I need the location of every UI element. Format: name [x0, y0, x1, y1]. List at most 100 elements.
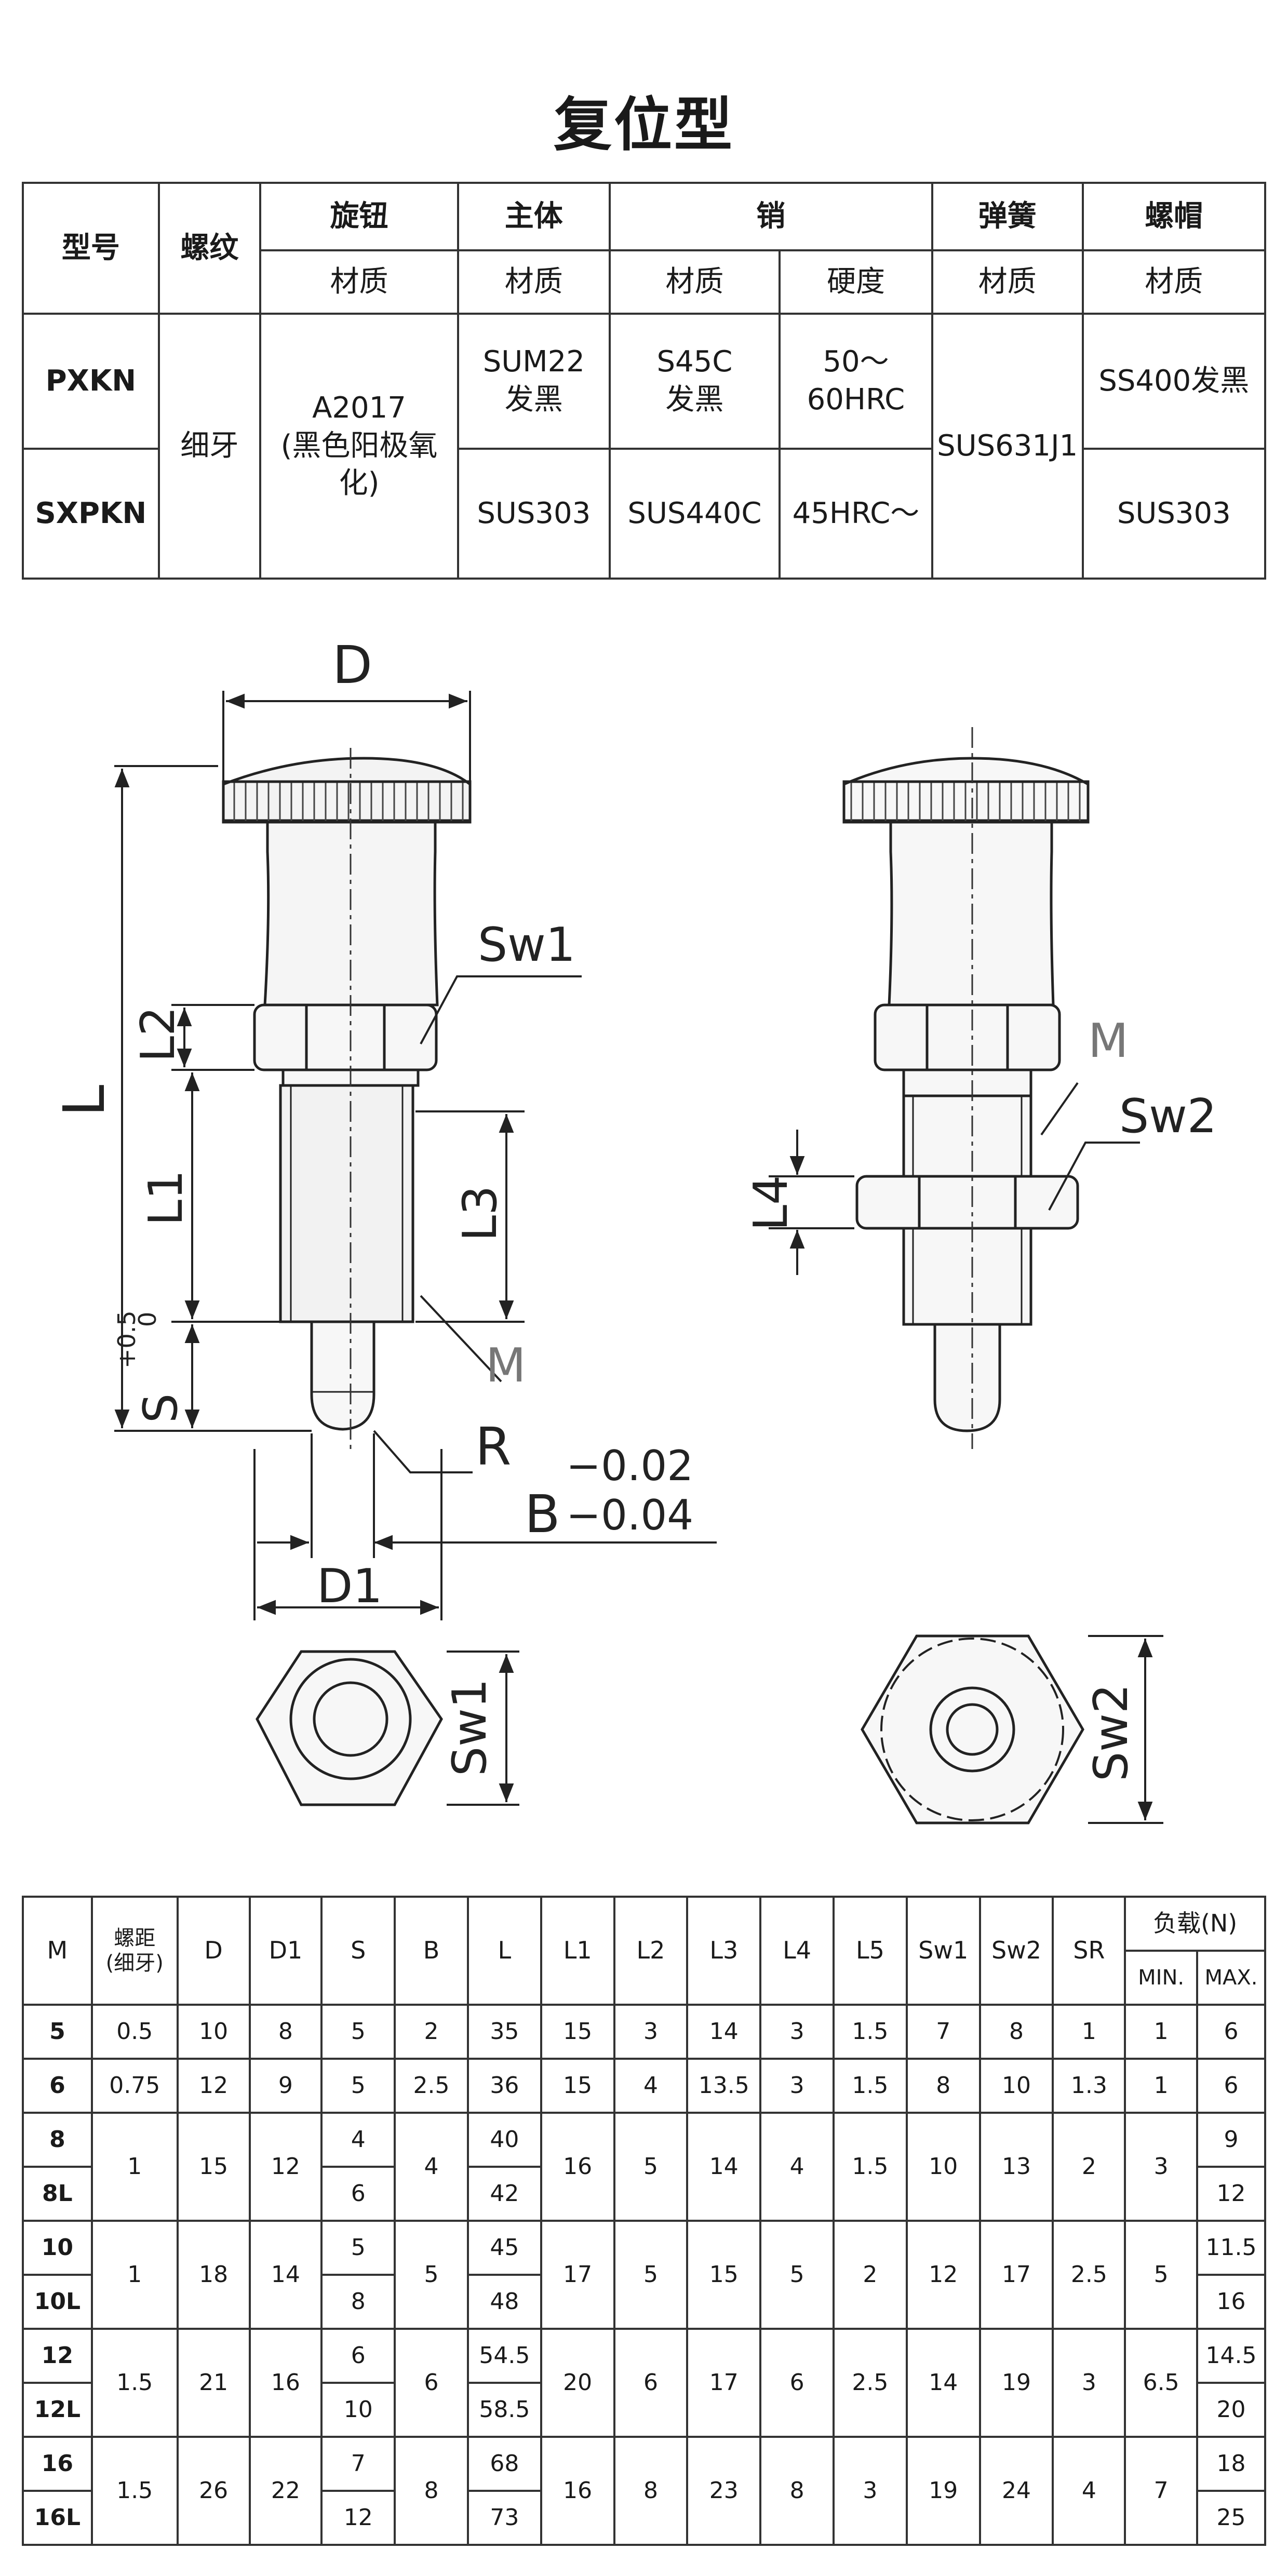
- right-pin: [933, 1323, 1001, 1432]
- header-pin-hardness: 硬度: [779, 249, 933, 315]
- label-B-tol-1: −0.02: [566, 1442, 693, 1490]
- nut-material-cell: SS400发黑: [1081, 313, 1267, 450]
- model-cell: PXKN: [22, 313, 160, 450]
- cell-L: 73: [466, 2490, 542, 2546]
- cell-M: 6: [22, 2058, 93, 2114]
- label-L1: L1: [139, 1170, 193, 1226]
- cell-L1: 16: [540, 2436, 615, 2546]
- label-S-tol-upper: +0.5: [113, 1310, 141, 1369]
- cell-B: 6: [394, 2328, 469, 2438]
- header-load-max: MAX.: [1196, 1950, 1266, 2006]
- cell-B: 4: [394, 2112, 469, 2222]
- header-load-min: MIN.: [1124, 1950, 1199, 2006]
- cell-L: 36: [466, 2058, 542, 2114]
- cell-max: 14.5: [1196, 2328, 1266, 2384]
- label-L2: L2: [131, 1007, 185, 1062]
- cell-M: 16: [22, 2436, 93, 2492]
- header-Sw2: Sw2: [978, 1896, 1054, 2006]
- header-L4: L4: [759, 1896, 835, 2006]
- cell-M: 8L: [22, 2166, 93, 2222]
- cell-S: 6: [320, 2328, 396, 2384]
- cell-D1: 22: [248, 2436, 323, 2546]
- cell-load-min: 1: [1124, 2058, 1199, 2114]
- cell-max: 11.5: [1196, 2220, 1266, 2276]
- cell-pitch: 0.75: [90, 2058, 179, 2114]
- cell-L3: 14: [686, 2112, 762, 2222]
- cell-SR: 1.3: [1052, 2058, 1126, 2114]
- cell-L5: 1.5: [833, 2058, 908, 2114]
- cell-L: 68: [466, 2436, 542, 2492]
- header-spring-material: 材质: [931, 249, 1084, 315]
- header-D: D: [176, 1896, 251, 2006]
- cell-D: 12: [176, 2058, 251, 2114]
- cell-D1: 14: [248, 2220, 323, 2330]
- thread-cell: 细牙: [157, 313, 262, 580]
- cell-Sw2: 8: [978, 2004, 1054, 2060]
- cell-D1: 9: [248, 2058, 323, 2114]
- body-material-cell: SUM22 发黑: [457, 313, 611, 450]
- header-S: S: [320, 1896, 396, 2006]
- cell-L: 45: [466, 2220, 542, 2276]
- right-locknut: [855, 1175, 1079, 1230]
- cell-S: 12: [320, 2490, 396, 2546]
- label-Sw1-hex: Sw1: [442, 1679, 497, 1776]
- cell-D: 21: [176, 2328, 251, 2438]
- model-cell: SXPKN: [22, 448, 160, 580]
- left-thread: [279, 1084, 414, 1323]
- header-model: 型号: [22, 182, 160, 315]
- header-L: L: [466, 1896, 542, 2006]
- cell-L4: 8: [759, 2436, 835, 2546]
- cell-D: 18: [176, 2220, 251, 2330]
- label-Sw2: Sw2: [1119, 1089, 1217, 1144]
- cell-L: 54.5: [466, 2328, 542, 2384]
- cell-Sw2: 13: [978, 2112, 1054, 2222]
- pin-hardness-cell: 50～ 60HRC: [779, 313, 933, 450]
- cell-L2: 3: [613, 2004, 689, 2060]
- body-material-cell: SUS303: [457, 448, 611, 580]
- cell-pitch: 1: [90, 2220, 179, 2330]
- page-title: 复位型: [554, 91, 734, 159]
- left-nut: [253, 1003, 438, 1071]
- header-knob-material: 材质: [259, 249, 459, 315]
- cell-S: 4: [320, 2112, 396, 2168]
- label-R: R: [475, 1416, 511, 1477]
- cell-pitch: 1: [90, 2112, 179, 2222]
- cell-pitch: 0.5: [90, 2004, 179, 2060]
- cell-L5: 1.5: [833, 2004, 908, 2060]
- cell-max: 16: [1196, 2274, 1266, 2330]
- cell-M: 10: [22, 2220, 93, 2276]
- cell-D1: 12: [248, 2112, 323, 2222]
- cell-L1: 15: [540, 2058, 615, 2114]
- header-Sw1: Sw1: [905, 1896, 981, 2006]
- cell-SR: 4: [1052, 2436, 1126, 2546]
- cell-L3: 23: [686, 2436, 762, 2546]
- label-L4: L4: [744, 1175, 798, 1231]
- cell-L1: 17: [540, 2220, 615, 2330]
- cell-Sw1: 12: [905, 2220, 981, 2330]
- cell-L5: 1.5: [833, 2112, 908, 2222]
- header-B: B: [394, 1896, 469, 2006]
- cell-SR: 3: [1052, 2328, 1126, 2438]
- cell-L1: 16: [540, 2112, 615, 2222]
- knob-material-cell: A2017 (黑色阳极氧 化): [259, 313, 459, 580]
- cell-L2: 5: [613, 2112, 689, 2222]
- cell-S: 10: [320, 2382, 396, 2438]
- cell-L5: 3: [833, 2436, 908, 2546]
- cell-L2: 8: [613, 2436, 689, 2546]
- cell-Sw2: 24: [978, 2436, 1054, 2546]
- cell-S: 5: [320, 2220, 396, 2276]
- cell-L4: 3: [759, 2004, 835, 2060]
- cell-pitch: 1.5: [90, 2436, 179, 2546]
- cell-L2: 4: [613, 2058, 689, 2114]
- pin-material-cell: S45C 发黑: [608, 313, 781, 450]
- header-knob: 旋钮: [259, 182, 459, 251]
- cell-load-max: 6: [1196, 2004, 1266, 2060]
- cell-M: 12L: [22, 2382, 93, 2438]
- cell-max: 25: [1196, 2490, 1266, 2546]
- header-L2: L2: [613, 1896, 689, 2006]
- label-Sw2-hex: Sw2: [1084, 1684, 1138, 1781]
